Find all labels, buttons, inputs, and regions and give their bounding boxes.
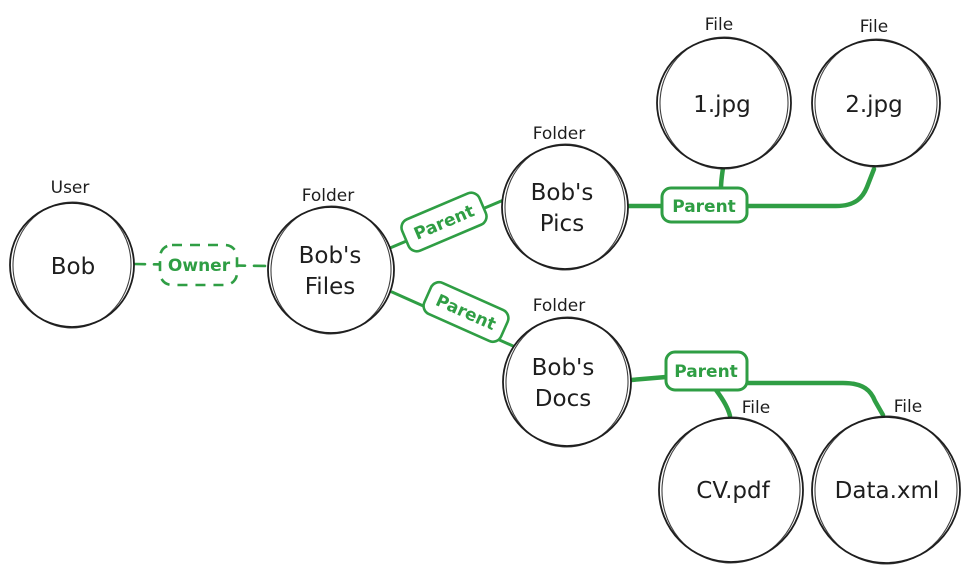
file-dataxml-type-label: File — [894, 397, 922, 417]
node-bob: User Bob — [9, 178, 135, 329]
parent-to-file1-line — [718, 165, 726, 191]
bobs-pics-label-line2: Pics — [540, 211, 584, 237]
parent-pics-label: Parent — [672, 197, 736, 217]
bobs-pics-label-line1: Bob's — [531, 180, 594, 206]
bobs-files-type-label: Folder — [302, 186, 355, 206]
parent-to-data-line — [744, 380, 886, 418]
bobs-docs-label-line1: Bob's — [532, 355, 595, 381]
file-2jpg-circle-sketch — [814, 38, 938, 168]
file-1jpg-label: 1.jpg — [693, 92, 751, 118]
edge-parent-pics-jpgs: Parent — [625, 165, 877, 224]
node-bobs-pics: Folder Bob's Pics — [501, 124, 629, 271]
edge-parent-docs-files: Parent — [628, 350, 886, 419]
bob-circle-sketch — [12, 201, 132, 329]
bobs-docs-type-label: Folder — [533, 296, 586, 316]
parent-to-file2-line — [744, 166, 877, 209]
edge-owner: Owner — [132, 243, 270, 287]
node-file-1jpg: File 1.jpg — [656, 15, 792, 170]
parent-files-pics-label-box — [400, 191, 488, 253]
file-dataxml-label: Data.xml — [835, 478, 940, 504]
edge-parent-files-docs: Parent — [390, 280, 515, 348]
bobs-files-label-line2: Files — [305, 274, 355, 300]
file-cvpdf-type-label: File — [742, 398, 770, 418]
file-dataxml-circle-sketch — [814, 415, 958, 565]
file-cvpdf-circle-sketch — [661, 416, 801, 564]
bobs-pics-circle-sketch — [504, 143, 626, 271]
bobs-pics-circle — [501, 144, 629, 270]
parent-docs-label: Parent — [674, 362, 738, 382]
bobs-docs-circle — [502, 317, 632, 447]
bob-circle — [9, 202, 135, 328]
bobs-pics-type-label: Folder — [533, 124, 586, 144]
node-bobs-docs: Folder Bob's Docs — [502, 296, 632, 448]
file-2jpg-type-label: File — [860, 17, 888, 37]
file-2jpg-circle — [811, 39, 941, 167]
parent-to-cv-line — [713, 387, 733, 419]
bob-label: Bob — [51, 254, 95, 280]
parent-docs-label-box — [664, 350, 749, 392]
file-dataxml-circle — [811, 416, 961, 564]
file-1jpg-type-label: File — [705, 15, 733, 35]
bob-type-label: User — [51, 178, 90, 198]
parent-files-docs-label-box — [422, 280, 510, 344]
file-cvpdf-circle — [658, 417, 804, 563]
bobs-docs-circle-sketch — [505, 316, 629, 448]
node-bobs-files: Folder Bob's Files — [267, 186, 395, 335]
file-cvpdf-label: CV.pdf — [696, 478, 770, 504]
file-2jpg-label: 2.jpg — [845, 92, 903, 118]
file-1jpg-circle — [656, 37, 792, 169]
file-1jpg-circle-sketch — [659, 36, 789, 170]
bobs-files-circle — [267, 206, 395, 334]
docs-to-parent-line — [628, 374, 669, 383]
bobs-docs-label-line2: Docs — [535, 386, 591, 412]
owner-label-box — [158, 243, 239, 287]
edge-parent-files-pics: Parent — [388, 191, 508, 253]
bobs-files-circle-sketch — [270, 205, 392, 335]
node-file-cvpdf: File CV.pdf — [658, 398, 804, 564]
parent-pics-label-box — [660, 186, 749, 224]
node-file-2jpg: File 2.jpg — [811, 17, 941, 168]
owner-label: Owner — [168, 256, 231, 276]
bobs-files-label-line1: Bob's — [299, 243, 362, 269]
node-file-dataxml: File Data.xml — [811, 397, 961, 565]
